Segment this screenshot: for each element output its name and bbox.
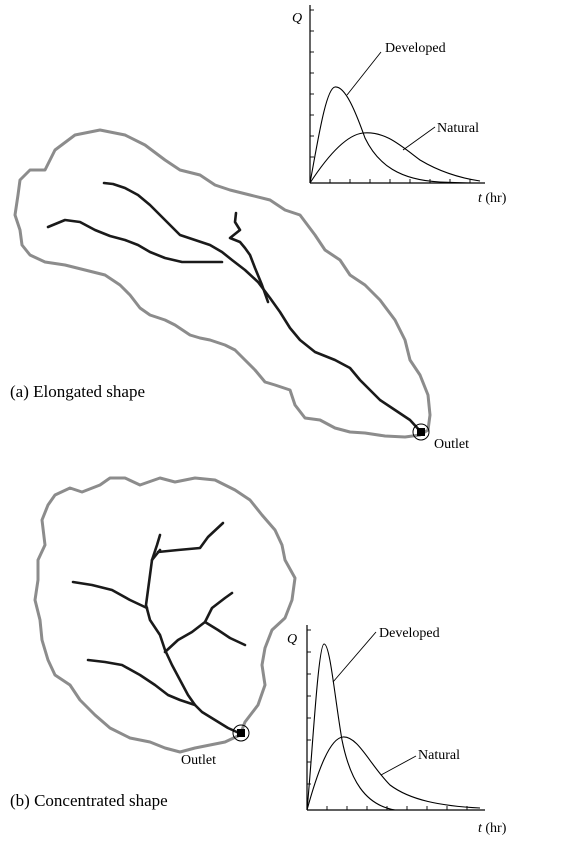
developed-curve-b (306, 643, 420, 811)
trib-b-1 (150, 533, 162, 562)
outlet-marker-a (412, 423, 430, 441)
developed-curve-a (309, 86, 471, 184)
watershed-boundary-elongated (13, 128, 432, 439)
natural-label-b: Natural (418, 748, 460, 763)
developed-label-a: Developed (385, 41, 446, 56)
panel-b: Outlet (b) Concentrated shape Q (10, 476, 507, 836)
x-axis-label-a: t (hr) (478, 191, 507, 206)
trib-b-6 (86, 658, 197, 707)
natural-leader-a (402, 126, 436, 151)
natural-curve-a (309, 132, 481, 184)
caption-b: (b) Concentrated shape (10, 791, 168, 810)
stream-network-elongated (46, 181, 423, 434)
developed-leader-b (332, 631, 377, 683)
trib-b-4 (163, 591, 234, 654)
outlet-label-a: Outlet (434, 437, 469, 452)
hydrograph-b: Q (287, 625, 507, 836)
trib-b-5 (203, 620, 247, 647)
natural-label-a: Natural (437, 121, 479, 136)
hydrograph-a: Q (292, 5, 507, 206)
panel-a: Outlet (a) Elongated shape Q (10, 5, 507, 452)
developed-label-b: Developed (379, 626, 440, 641)
main-stream (102, 181, 423, 434)
natural-curve-b (306, 736, 481, 811)
y-axis-label-a: Q (292, 11, 302, 26)
outlet-label-b: Outlet (181, 753, 216, 768)
y-ticks-a (310, 9, 314, 158)
watershed-boundary-concentrated (33, 476, 297, 754)
caption-a: (a) Elongated shape (10, 382, 145, 401)
natural-leader-b (380, 755, 417, 776)
x-axis-label-b: t (hr) (478, 821, 507, 836)
outlet-marker-b (232, 724, 250, 742)
y-axis-label-b: Q (287, 632, 297, 647)
tributary-2 (228, 211, 270, 304)
main-stream-b (144, 548, 241, 735)
developed-leader-a (346, 51, 382, 96)
stream-network-concentrated (71, 521, 247, 735)
trib-b-2 (156, 521, 225, 554)
trib-b-3 (71, 580, 149, 610)
tributary-1 (46, 218, 224, 264)
